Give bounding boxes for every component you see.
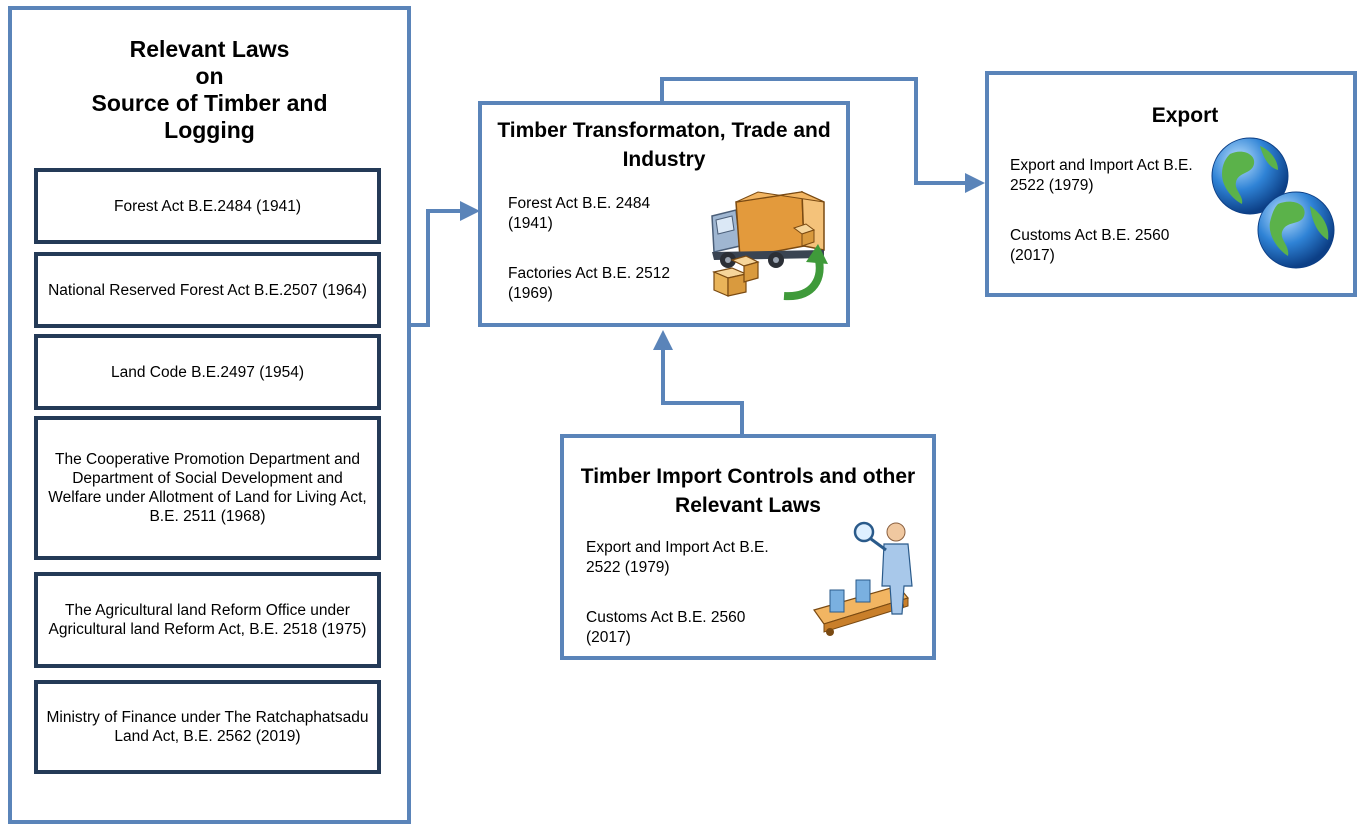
export-law-1: Export and Import Act B.E. 2522 (1979) <box>1010 157 1193 194</box>
arrowhead-transformation-to-export <box>965 173 985 193</box>
export-law-2: Customs Act B.E. 2560 (2017) <box>1010 227 1170 264</box>
law-box-national-reserved-forest-act: National Reserved Forest Act B.E.2507 (1… <box>34 252 381 328</box>
import-law-2: Customs Act B.E. 2560 (2017) <box>586 609 746 646</box>
import-controls-box <box>560 434 936 660</box>
import-title: Timber Import Controls and other Relevan… <box>580 465 916 517</box>
law-box-forest-act: Forest Act B.E.2484 (1941) <box>34 168 381 244</box>
delivery-truck-boxes-icon <box>706 188 836 303</box>
law-box-agricultural-land-reform: The Agricultural land Reform Office unde… <box>34 572 381 668</box>
connector-import-to-transformation <box>661 344 744 436</box>
left-panel-title-line-3: Source of Timber and <box>91 90 328 116</box>
law-box-cooperative-promotion: The Cooperative Promotion Department and… <box>34 416 381 560</box>
inspector-conveyor-icon <box>808 514 928 642</box>
export-title: Export <box>1151 104 1219 127</box>
left-panel-title-line-2: on <box>195 63 224 89</box>
transformation-law-1: Forest Act B.E. 2484 (1941) <box>508 195 651 232</box>
import-law-1: Export and Import Act B.E. 2522 (1979) <box>586 539 769 576</box>
transformation-law-2: Factories Act B.E. 2512 (1969) <box>508 265 670 302</box>
law-box-land-code: Land Code B.E.2497 (1954) <box>34 334 381 410</box>
law-box-ratchaphatsadu-land-act: Ministry of Finance under The Ratchaphat… <box>34 680 381 774</box>
arrowhead-left-to-transformation <box>460 201 480 221</box>
left-panel-title: Relevant Laws on Source of Timber and Lo… <box>12 36 407 144</box>
globes-icon <box>1208 134 1338 274</box>
connector-left-to-transformation <box>409 209 466 327</box>
transformation-title: Timber Transformaton, Trade and Industry <box>497 119 831 171</box>
arrowhead-import-to-transformation <box>653 330 673 350</box>
left-panel-title-line-1: Relevant Laws <box>129 36 290 62</box>
connector-transformation-to-export <box>660 77 971 185</box>
left-panel-title-line-4: Logging <box>164 117 255 143</box>
